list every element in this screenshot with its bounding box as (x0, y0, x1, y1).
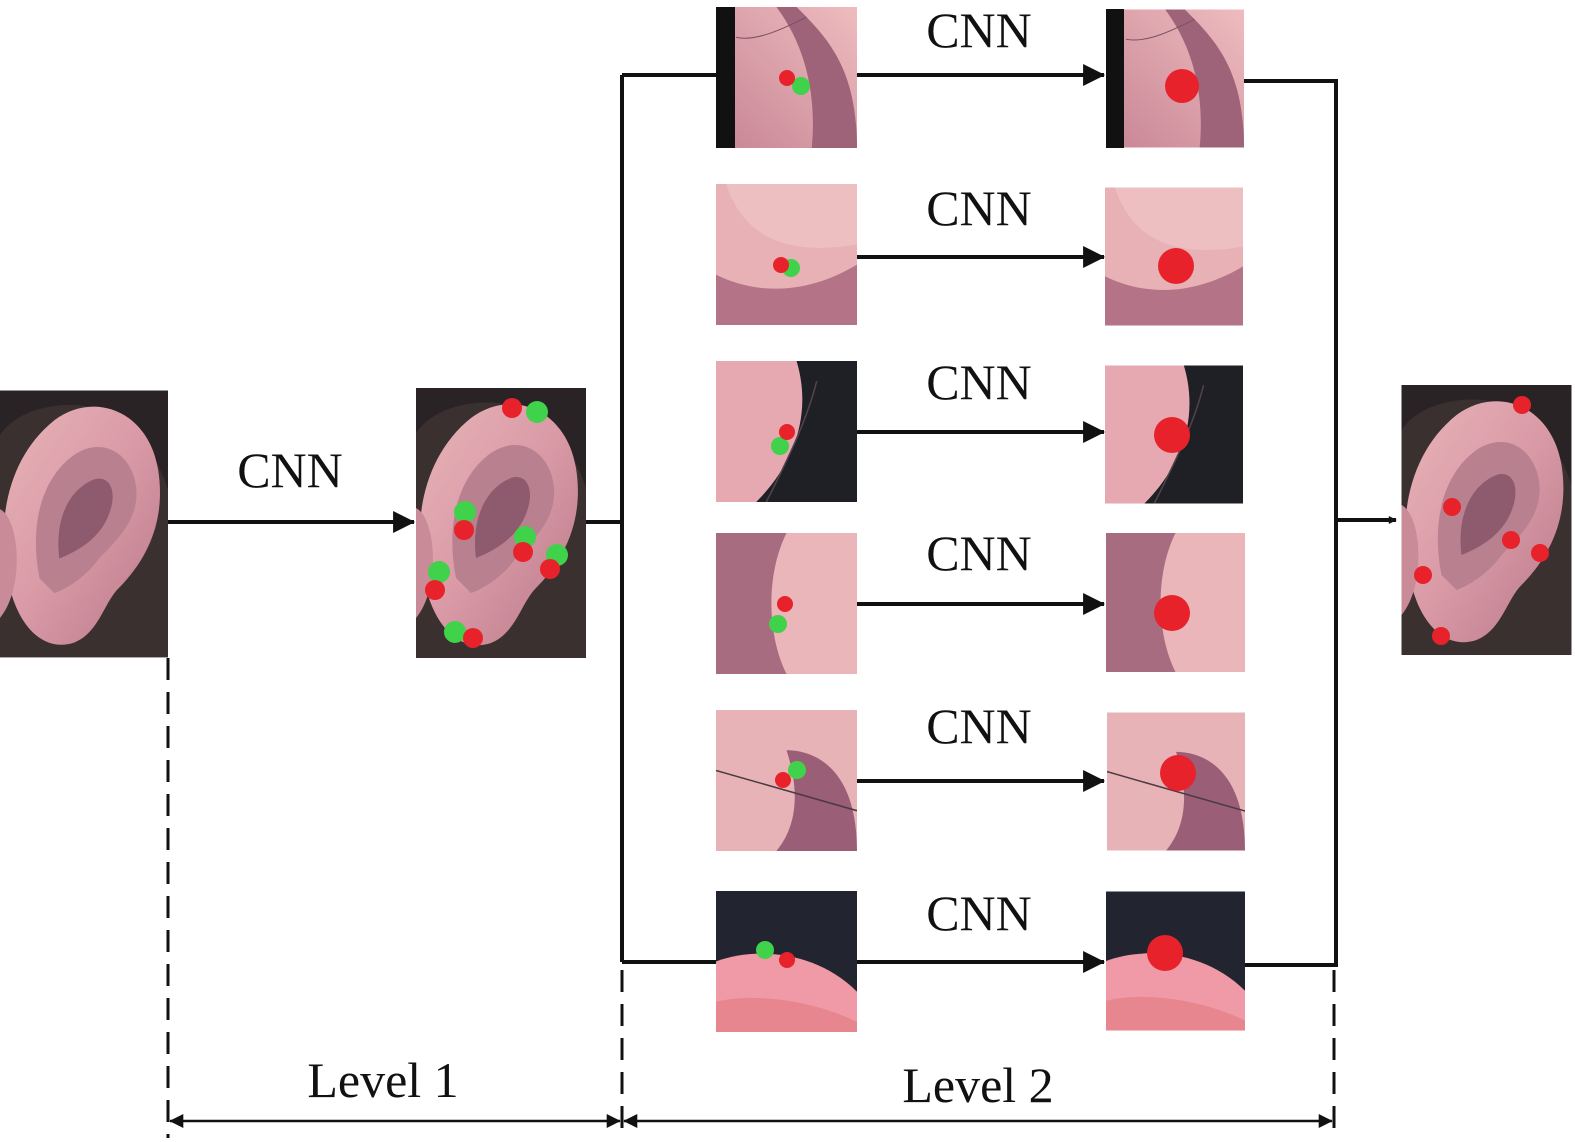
level2-row-3: CNN (716, 354, 1243, 504)
level2-cnn-label-1: CNN (926, 2, 1032, 58)
level2-row-6: CNN (716, 885, 1336, 1032)
level2-cnn-label-3: CNN (926, 354, 1032, 410)
input-ear-image (0, 390, 168, 658)
level2-row-2: CNN (716, 180, 1243, 326)
split-connector (586, 73, 716, 964)
level2-row-5: CNN (716, 698, 1245, 851)
final-output-ear-image (1401, 385, 1572, 655)
refined-points (1414, 396, 1549, 645)
level1-label: Level 1 (307, 1052, 458, 1108)
level2-row-1: CNN (716, 2, 1336, 148)
level1-output-ear-image (416, 388, 586, 658)
level2-cnn-label-2: CNN (926, 180, 1032, 236)
level2-cnn-label-4: CNN (926, 525, 1032, 581)
merge-connector (1334, 79, 1397, 967)
level2-label: Level 2 (902, 1057, 1053, 1113)
green-points (428, 401, 568, 643)
level2-row-4: CNN (716, 525, 1245, 674)
level1-cnn-label: CNN (237, 442, 343, 498)
red-points (425, 398, 560, 648)
level2-cnn-label-6: CNN (926, 885, 1032, 941)
level2-cnn-label-5: CNN (926, 698, 1032, 754)
